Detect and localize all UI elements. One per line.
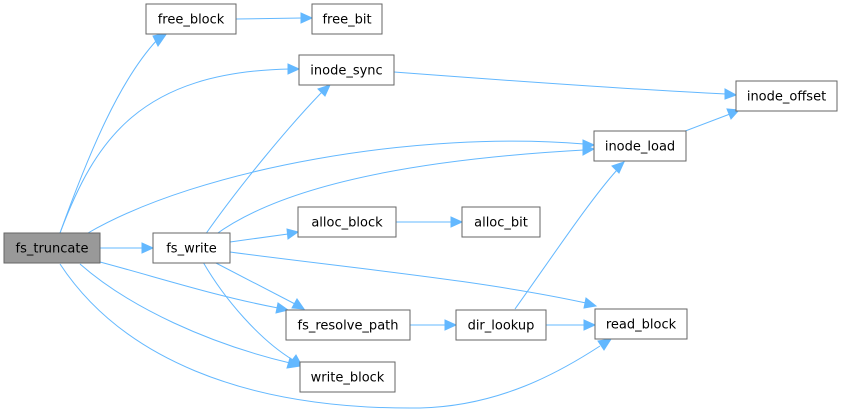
node-label-write_block: write_block — [311, 371, 385, 386]
edge-fs_resolve_path-dir_lookup — [410, 319, 458, 331]
node-inode_sync[interactable]: inode_sync — [298, 54, 395, 86]
edge-dir_lookup-inode_load — [514, 161, 625, 310]
edge-dir_lookup-read_block — [546, 319, 597, 331]
node-label-free_bit: free_bit — [322, 13, 371, 28]
node-label-inode_sync: inode_sync — [310, 64, 382, 79]
call-edges — [59, 12, 741, 409]
edge-fs_truncate-read_block — [59, 263, 613, 409]
edge-fs_write-inode_sync — [204, 84, 331, 236]
node-label-fs_truncate: fs_truncate — [16, 242, 89, 257]
node-label-read_block: read_block — [606, 318, 677, 333]
node-fs_write[interactable]: fs_write — [152, 232, 231, 264]
edge-fs_truncate-fs_write — [100, 242, 155, 254]
node-label-fs_write: fs_write — [166, 242, 217, 257]
edge-fs_write-inode_load — [214, 144, 596, 236]
node-inode_load[interactable]: inode_load — [593, 130, 687, 162]
node-alloc_bit[interactable]: alloc_bit — [461, 206, 541, 238]
edge-fs_write-alloc_block — [229, 228, 300, 243]
edge-alloc_block-alloc_bit — [396, 216, 464, 228]
node-label-inode_load: inode_load — [605, 140, 675, 155]
edge-inode_load-inode_offset — [679, 108, 741, 134]
node-write_block[interactable]: write_block — [299, 361, 396, 393]
node-dir_lookup[interactable]: dir_lookup — [455, 309, 547, 341]
node-label-dir_lookup: dir_lookup — [468, 319, 535, 334]
node-free_block[interactable]: free_block — [145, 3, 237, 35]
call-nodes: fs_truncate free_block free_bit inode_sy… — [3, 3, 838, 393]
node-label-fs_resolve_path: fs_resolve_path — [298, 319, 399, 334]
node-label-alloc_bit: alloc_bit — [474, 216, 528, 231]
node-label-inode_offset: inode_offset — [747, 90, 826, 105]
node-fs_resolve_path[interactable]: fs_resolve_path — [285, 309, 411, 341]
node-read_block[interactable]: read_block — [594, 308, 688, 340]
node-inode_offset[interactable]: inode_offset — [735, 80, 838, 112]
edge-fs_truncate-inode_sync — [59, 63, 301, 234]
edge-inode_sync-inode_offset — [393, 71, 738, 100]
edge-fs_truncate-write_block — [79, 263, 302, 369]
edge-fs_truncate-fs_resolve_path — [99, 261, 290, 314]
node-free_bit[interactable]: free_bit — [311, 3, 383, 35]
node-label-free_block: free_block — [158, 13, 225, 28]
node-alloc_block[interactable]: alloc_block — [297, 206, 397, 238]
node-label-alloc_block: alloc_block — [311, 216, 383, 231]
node-fs_truncate[interactable]: fs_truncate — [3, 232, 101, 264]
edge-fs_write-write_block — [202, 261, 303, 367]
edge-fs_write-fs_resolve_path — [213, 261, 306, 310]
edge-fs_write-read_block — [229, 251, 598, 309]
edge-free_block-free_bit — [235, 12, 314, 24]
